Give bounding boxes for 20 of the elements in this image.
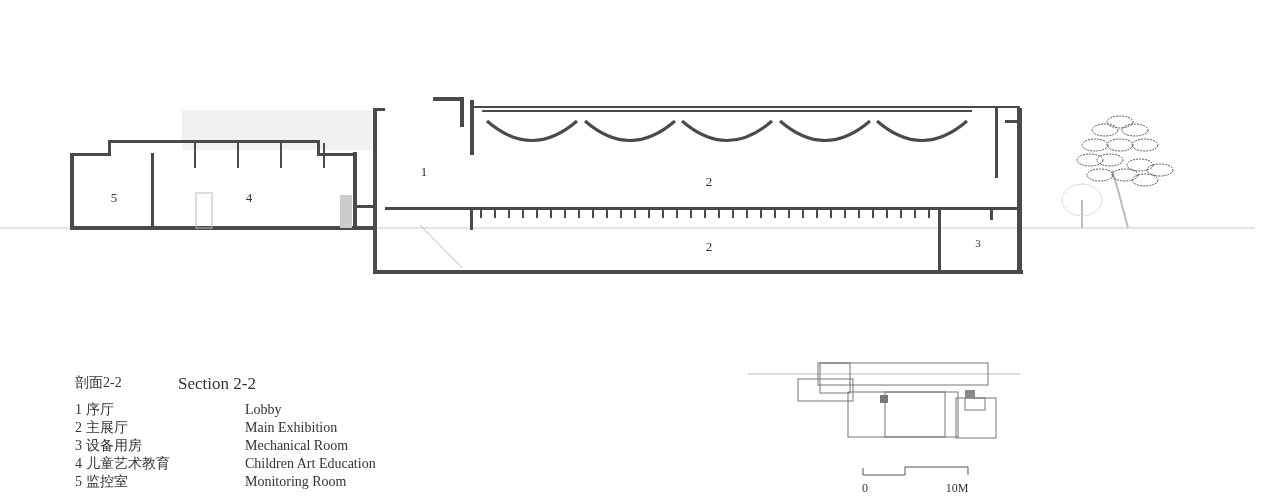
legend-chinese-name: 1 序厅: [75, 403, 114, 417]
legend-english-name: Children Art Education: [245, 457, 376, 471]
legend-english-name: Monitoring Room: [245, 475, 347, 489]
scale-label: 10M: [945, 482, 969, 494]
room-number: 2: [705, 239, 713, 253]
legend-chinese-name: 4 儿童艺术教育: [75, 457, 170, 471]
room-number: 1: [420, 164, 428, 178]
scale-label: 0: [862, 482, 868, 494]
legend-chinese-name: 5 监控室: [75, 475, 128, 489]
section-title: Section 2-2: [178, 374, 256, 392]
legend-english-name: Mechanical Room: [245, 439, 349, 453]
room-number: 5: [110, 190, 118, 204]
room-number: 4: [245, 190, 253, 204]
room-number: 3: [975, 237, 981, 249]
legend-chinese-name: 2 主展厅: [75, 421, 128, 435]
room-number: 2: [705, 174, 713, 188]
legend-english-name: Lobby: [245, 403, 282, 417]
legend-chinese-name: 3 设备用房: [75, 439, 142, 453]
section-title: 剖面2-2: [75, 376, 122, 390]
legend-english-name: Main Exhibition: [245, 421, 338, 435]
